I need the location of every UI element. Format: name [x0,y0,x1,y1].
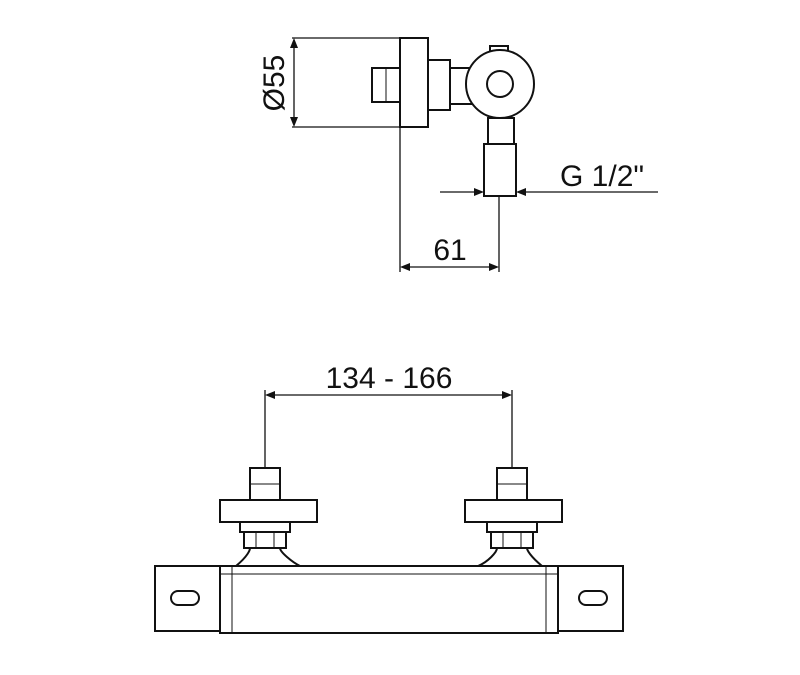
thread-label: G 1/2" [560,160,644,193]
right-connector [464,467,563,567]
side-view: Ø55 61 G 1/2" [258,37,658,272]
center-distance-label: 134 - 166 [326,362,453,395]
front-view: 134 - 166 [154,362,624,634]
mixer-bar [154,565,624,634]
projection-label: 61 [433,234,466,267]
left-connector [219,467,318,567]
diameter-label: Ø55 [258,55,291,112]
